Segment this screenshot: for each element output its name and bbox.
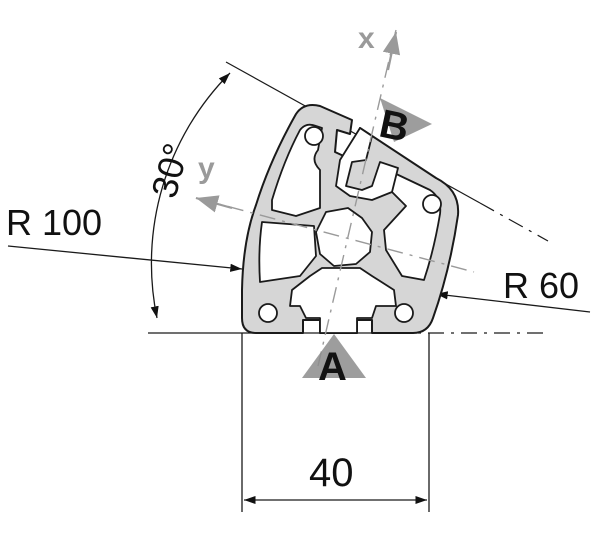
neutral-axes: x y <box>195 22 475 367</box>
center-bore <box>315 207 373 267</box>
outer-radius-label: R 100 <box>6 202 102 243</box>
cavity-upper-left <box>271 123 323 217</box>
point-a-marker: A <box>302 334 366 389</box>
point-a-label: A <box>318 345 347 389</box>
width-label: 40 <box>309 451 354 495</box>
corner-hole-right <box>422 194 442 214</box>
inner-radius-dimension: R 60 <box>435 265 591 313</box>
aluminium-profile <box>241 104 460 334</box>
point-b-pointer <box>380 98 432 142</box>
point-b-label: B <box>376 102 413 151</box>
y-axis-label: y <box>198 152 215 185</box>
x-axis-arrow <box>382 31 401 71</box>
angle-arc <box>150 72 231 319</box>
point-a-pointer <box>302 334 366 378</box>
t-slot-top <box>335 127 399 201</box>
y-axis-arrow <box>195 195 233 213</box>
x-axis-label: x <box>358 22 375 55</box>
t-slot-bottom <box>289 267 397 334</box>
cavity-lower-left <box>258 221 317 283</box>
outer-radius-dimension: R 100 <box>6 202 243 272</box>
corner-hole-bottom-right <box>394 303 414 323</box>
corner-hole-bottom-left <box>258 303 278 323</box>
angle-label: 30° <box>143 139 197 202</box>
point-b-marker: B <box>376 98 432 151</box>
width-dimension: 40 <box>241 333 430 512</box>
inner-radius-label: R 60 <box>503 265 579 306</box>
corner-hole-top-left <box>304 126 324 146</box>
